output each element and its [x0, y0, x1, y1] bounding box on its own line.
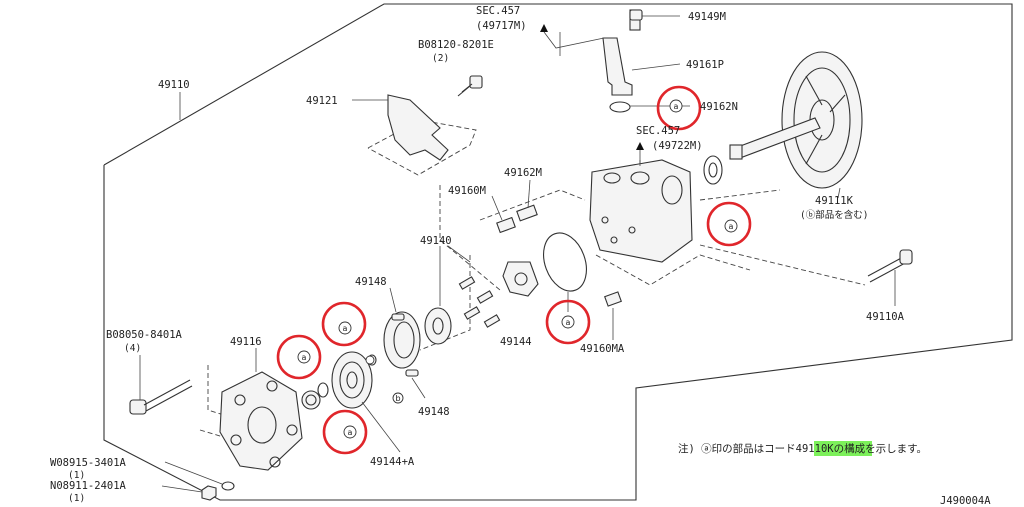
bracket-49121 [387, 94, 449, 161]
label-49160M: 49160M [448, 185, 486, 197]
label-08915: W08915-3401A [50, 457, 127, 469]
guide-line [479, 189, 586, 221]
mark-a: a [338, 321, 352, 335]
mark-a-text: a [729, 222, 734, 231]
mark-a: a [297, 350, 311, 364]
inlet-pipe-49161P [540, 9, 641, 96]
shaft-seal-inner [708, 162, 718, 178]
mark-b: b [392, 392, 404, 404]
mark-b-text: b [395, 394, 400, 403]
spring-49162M [516, 179, 538, 222]
label-sec457-b-sub: (49722M) [652, 140, 703, 152]
label-49148-bot: 49148 [418, 406, 450, 418]
washer-08915 [221, 481, 235, 491]
guide-line [595, 254, 751, 286]
label-08911: N08911-2401A [50, 480, 127, 492]
label-49121: 49121 [306, 95, 338, 107]
label-49160MA: 49160MA [580, 343, 625, 355]
label-49162N: 49162N [700, 101, 738, 113]
highlight-ring [706, 201, 752, 247]
mark-a: a [561, 315, 575, 329]
mark-b [365, 355, 375, 365]
label-49144A: 49144+A [370, 456, 415, 468]
o-ring-49144 [543, 232, 587, 292]
label-08915-qty: (1) [68, 470, 85, 481]
label-49111K-note: (ⓑ部品を含む) [800, 209, 868, 221]
bolt-08050 [129, 355, 193, 415]
label-49162M: 49162M [504, 167, 542, 179]
label-sec457-b: SEC.457 [636, 125, 680, 137]
mark-a: a [724, 219, 738, 233]
mark-a: a [343, 425, 357, 439]
highlight-ring [322, 409, 368, 455]
label-49149M: 49149M [688, 11, 726, 23]
label-08050: B08050-8401A [106, 329, 183, 341]
side-plate-49144A [317, 351, 401, 453]
spring-49160MA [604, 291, 622, 340]
label-08050-qty: (4) [124, 343, 141, 354]
svg-text:注) ⓐ印の部品はコード49110Kの構成を示します。: 注) ⓐ印の部品はコード49110Kの構成を示します。 [678, 442, 927, 455]
label-49111K: 49111K [815, 195, 854, 207]
valve-49160M [491, 195, 516, 234]
label-08911-qty: (1) [68, 493, 85, 504]
bolt-49149M [629, 9, 680, 21]
mark-a-text: a [566, 318, 571, 327]
guide-line [439, 185, 501, 291]
mark-a-text: a [302, 353, 307, 362]
highlight-ring [321, 301, 367, 347]
highlight-ring [545, 299, 591, 345]
mark-a-text: a [674, 102, 679, 111]
note-code: 49110K [796, 443, 835, 455]
label-49161P: 49161P [686, 59, 724, 71]
leader-line [164, 461, 223, 485]
mark-a-text: a [348, 428, 353, 437]
highlight-ring [656, 85, 702, 131]
nut-08911 [161, 485, 217, 501]
label-49116: 49116 [230, 336, 262, 348]
label-49144: 49144 [500, 336, 532, 348]
o-ring-49162N [609, 101, 631, 113]
cam-ring [383, 287, 426, 399]
assembly-boundary [103, 3, 1013, 501]
label-sec457-a-sub: (49717M) [476, 20, 527, 32]
leader-line [631, 63, 681, 71]
rotor-assembly [447, 245, 539, 328]
label-08120: B08120-8201E [418, 39, 494, 51]
pulley-shaft-49111K [729, 51, 863, 199]
highlight-ring [276, 334, 322, 380]
label-08120-qty: (2) [432, 53, 449, 64]
mark-a: a [669, 99, 683, 113]
shaft-seal [703, 155, 723, 185]
label-49140: 49140 [420, 235, 452, 247]
label-49148-top: 49148 [355, 276, 387, 288]
note-suffix: の構成を示します。 [834, 442, 927, 455]
vane-rotor-49140 [424, 246, 452, 345]
label-49110: 49110 [158, 79, 190, 91]
guide-line [699, 244, 866, 286]
diagram-id: J490004A [940, 495, 991, 507]
rear-cover [219, 348, 303, 471]
seal-ring [301, 390, 321, 410]
pump-body [589, 142, 693, 263]
label-49110A: 49110A [866, 311, 905, 323]
note-prefix: 注) ⓐ印の部品はコード [678, 442, 796, 455]
label-sec457-a: SEC.457 [476, 5, 520, 17]
mark-a-text: a [343, 324, 348, 333]
footnote: 注) ⓐ印の部品はコード49110Kの構成を示します。 [678, 441, 927, 456]
bolt-08120 [457, 75, 483, 97]
bolt-49110A [867, 249, 913, 306]
seal-ring-inner [305, 394, 317, 406]
guide-line [699, 189, 781, 201]
